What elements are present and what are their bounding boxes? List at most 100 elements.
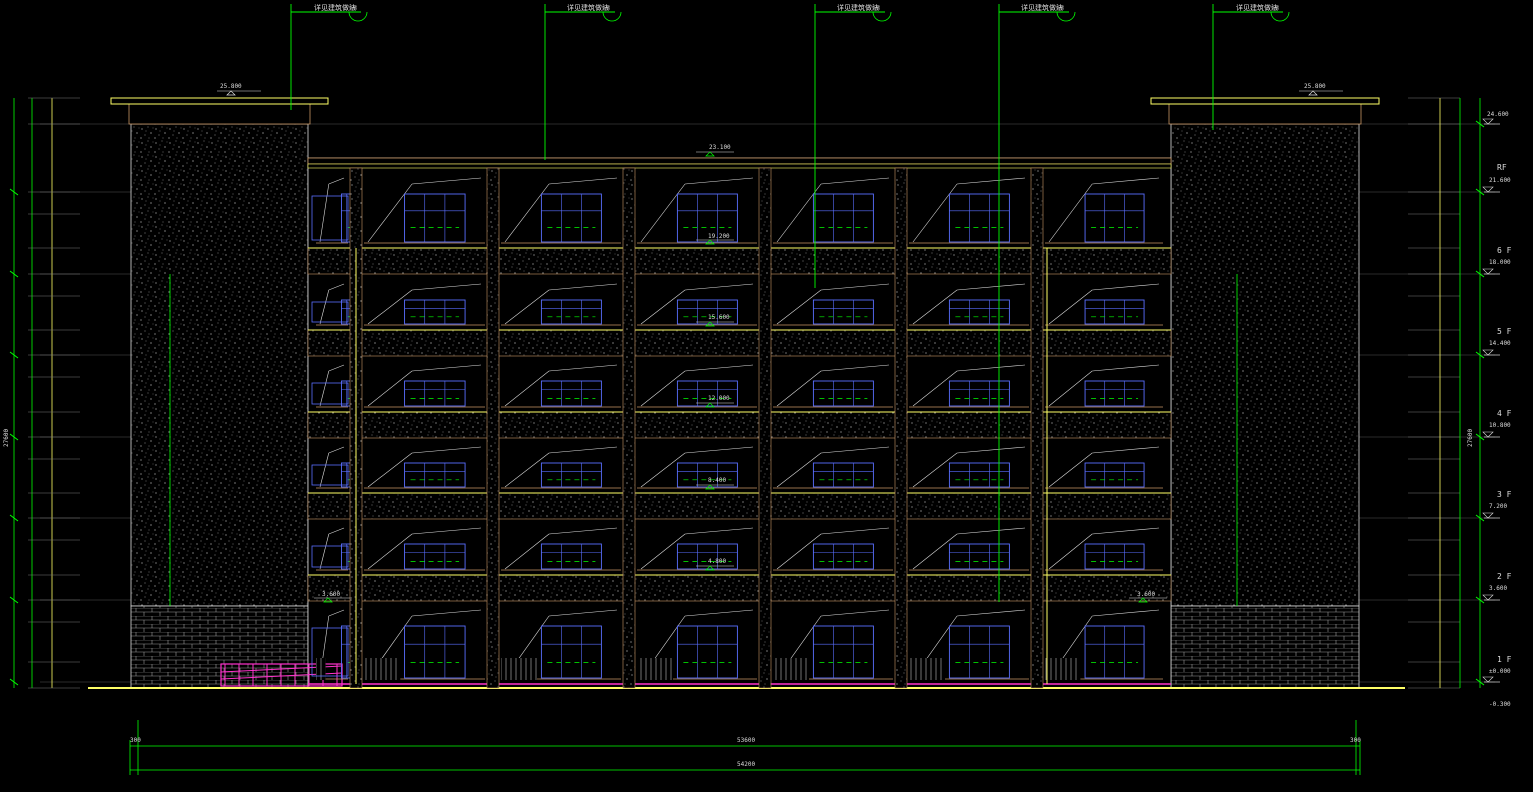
window-frame bbox=[540, 193, 602, 243]
top-left-elevation: 25.800 bbox=[220, 83, 242, 90]
shade-line bbox=[776, 370, 822, 407]
tower-coping bbox=[1150, 97, 1380, 105]
elevation-marks bbox=[217, 90, 1500, 683]
shade-line bbox=[1048, 289, 1093, 325]
elev-triangle bbox=[705, 321, 715, 327]
dim-tick-mark bbox=[1475, 514, 1485, 522]
floor-elev-1f: ±0.000 bbox=[1489, 668, 1511, 675]
shade-line bbox=[504, 452, 550, 488]
top-right-elevation: 25.800 bbox=[1304, 83, 1326, 90]
shade-line bbox=[912, 289, 958, 325]
window-frame bbox=[1084, 299, 1145, 325]
shade-line bbox=[640, 289, 686, 325]
shade-line bbox=[1092, 283, 1160, 291]
dim-tick-mark bbox=[1475, 351, 1485, 359]
shade-line bbox=[640, 533, 686, 570]
shade-line bbox=[319, 289, 330, 325]
shade-line bbox=[1092, 609, 1160, 617]
dim-tick-mark bbox=[9, 270, 19, 278]
shutter bbox=[637, 658, 673, 680]
dim-tick-mark bbox=[1475, 678, 1485, 686]
callout-group: 详见建筑做法 外墙 详见建筑做法 外墙 详见建筑做法 外墙 详见建筑做法 外墙 … bbox=[314, 3, 1279, 12]
callout-label: 详见建筑做法 bbox=[1021, 3, 1063, 12]
shade-line bbox=[548, 609, 618, 617]
elev-triangle bbox=[1482, 676, 1494, 683]
elev-triangle bbox=[1482, 512, 1494, 519]
spandrel-band bbox=[307, 411, 1172, 439]
floor-label-1f: 1 F bbox=[1497, 655, 1512, 664]
spandrel-band bbox=[307, 329, 1172, 357]
callout-label: 详见建筑做法 bbox=[314, 3, 356, 12]
window-frame bbox=[676, 625, 738, 679]
shade-line bbox=[1092, 527, 1160, 535]
callout-label: 详见建筑做法 bbox=[837, 3, 879, 12]
window-frame bbox=[1084, 462, 1145, 488]
callout-label: 详见建筑做法 bbox=[567, 3, 609, 12]
shade-line bbox=[640, 452, 686, 488]
shade-line bbox=[328, 283, 345, 291]
elev-triangle bbox=[705, 565, 715, 571]
shade-line bbox=[367, 533, 413, 570]
shade-line bbox=[367, 289, 413, 325]
shade-line bbox=[1048, 452, 1093, 488]
shade-line bbox=[1092, 364, 1160, 372]
floor-label-4f: 4 F bbox=[1497, 409, 1512, 418]
shade-line bbox=[319, 533, 330, 570]
offset-dim-left: 300 bbox=[130, 737, 141, 744]
shade-line bbox=[820, 364, 890, 372]
shutter bbox=[364, 658, 401, 680]
elev-triangle bbox=[323, 597, 333, 603]
right-dimension-chain bbox=[1408, 97, 1485, 689]
facade-columns bbox=[349, 167, 1048, 689]
dim-tick-mark bbox=[9, 188, 19, 196]
shade-line bbox=[912, 452, 958, 488]
left-total-dim: 27600 bbox=[3, 429, 10, 447]
elev-triangle bbox=[1482, 594, 1494, 601]
right-total-dim: 27600 bbox=[1467, 429, 1474, 447]
window-frame bbox=[404, 299, 466, 325]
facade-mark: 8.400 bbox=[708, 477, 726, 484]
window-frame bbox=[1084, 380, 1145, 407]
window-frame bbox=[812, 380, 874, 407]
shade-line bbox=[504, 370, 550, 407]
window-frame bbox=[812, 462, 874, 488]
shade-line bbox=[504, 533, 550, 570]
elev-triangle bbox=[226, 90, 236, 96]
elev-triangle bbox=[1482, 186, 1494, 193]
shade-line bbox=[640, 370, 686, 407]
shade-line bbox=[684, 283, 754, 291]
tower-coping bbox=[110, 97, 329, 105]
floor-elev-4f: 10.800 bbox=[1489, 422, 1511, 429]
stair-tower bbox=[1170, 123, 1360, 607]
shade-line bbox=[328, 609, 345, 617]
tower-brick-base bbox=[1170, 605, 1360, 689]
floor-label-5f: 5 F bbox=[1497, 327, 1512, 336]
shade-line bbox=[912, 533, 958, 570]
callout-label: 详见建筑做法 bbox=[1236, 3, 1278, 12]
edge-window bbox=[311, 195, 349, 241]
dim-tick-mark bbox=[1475, 596, 1485, 604]
window-frame bbox=[812, 625, 874, 679]
offset-dim-right: 300 bbox=[1350, 737, 1361, 744]
entry-mark-right: 3.600 bbox=[1137, 591, 1155, 598]
window-frame bbox=[540, 380, 602, 407]
shade-line bbox=[504, 289, 550, 325]
shade-line bbox=[684, 527, 754, 535]
shade-line bbox=[328, 177, 345, 185]
elev-triangle bbox=[1482, 349, 1494, 356]
edge-window bbox=[311, 382, 349, 405]
dim-tick-mark bbox=[9, 433, 19, 441]
window-frame bbox=[948, 193, 1010, 243]
shade-line bbox=[776, 289, 822, 325]
shade-line bbox=[367, 452, 413, 488]
dim-tick-mark bbox=[9, 514, 19, 522]
dim-tick-mark bbox=[9, 678, 19, 686]
shade-line bbox=[548, 177, 618, 185]
callout-leaders bbox=[290, 4, 1290, 602]
shade-line bbox=[319, 183, 330, 243]
elev-triangle bbox=[1482, 118, 1494, 125]
callout-bubble bbox=[602, 11, 622, 22]
tower-parapet bbox=[128, 103, 311, 125]
shade-line bbox=[548, 364, 618, 372]
window-frame bbox=[404, 193, 466, 243]
